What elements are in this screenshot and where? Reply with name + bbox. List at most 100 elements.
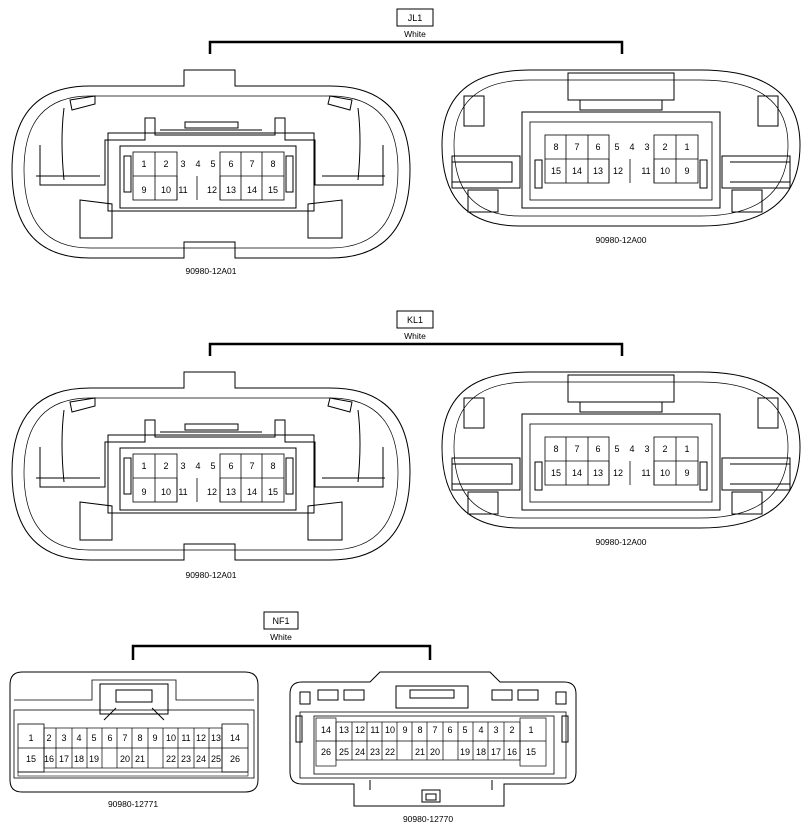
pin-number: 9: [684, 166, 689, 176]
pin-number: 21: [415, 747, 425, 757]
pin-number: 14: [572, 468, 582, 478]
part-number-left: 90980-12771: [108, 799, 158, 809]
pin-number: 17: [59, 754, 69, 764]
connector-female-left: [11, 69, 411, 259]
pin-number: 3: [493, 725, 498, 735]
pin-number: 5: [462, 725, 467, 735]
pin-block-right: [315, 717, 547, 767]
pin-number: 17: [491, 747, 501, 757]
pin-number: 1: [684, 444, 689, 454]
pin-number: 3: [180, 159, 185, 169]
pin-number: 9: [402, 725, 407, 735]
pin-number: 10: [161, 487, 171, 497]
pin-number: 14: [321, 725, 331, 735]
pin-number: 15: [26, 754, 36, 764]
pin-number: 19: [460, 747, 470, 757]
pin-number: 25: [339, 747, 349, 757]
pin-number: 1: [528, 725, 533, 735]
connector-color-label: White: [404, 29, 426, 39]
pin-number: 10: [660, 468, 670, 478]
pin-number: 16: [44, 754, 54, 764]
pin-number: 12: [613, 468, 623, 478]
pin-number: 11: [178, 185, 187, 195]
pin-number: 26: [230, 754, 240, 764]
pin-block-left: [132, 453, 285, 503]
connector-male-right: [289, 671, 577, 807]
pin-number: 4: [629, 444, 634, 454]
pin-number: 15: [268, 487, 278, 497]
pin-number: 2: [163, 159, 168, 169]
pin-number: 11: [641, 468, 650, 478]
connector-group-kl1: KL1 White: [11, 310, 801, 580]
pin-number: 13: [593, 468, 603, 478]
pin-number: 2: [662, 444, 667, 454]
pin-number: 12: [196, 733, 206, 743]
pin-number: 2: [46, 733, 51, 743]
pin-number: 11: [641, 166, 650, 176]
connector-male-right: [441, 371, 801, 529]
pin-number: 22: [385, 747, 395, 757]
connector-bracket: [208, 342, 624, 356]
part-number-right: 90980-12A00: [595, 537, 646, 547]
pin-number: 10: [660, 166, 670, 176]
part-number-right: 90980-12A00: [595, 235, 646, 245]
pin-number: 10: [385, 725, 395, 735]
pin-number: 11: [370, 725, 379, 735]
pin-number: 7: [249, 159, 254, 169]
pin-number: 8: [270, 461, 275, 471]
pin-number: 3: [61, 733, 66, 743]
pin-number: 4: [195, 461, 200, 471]
connector-tag-box: [396, 8, 434, 27]
connector-bracket: [208, 40, 624, 54]
pin-number: 22: [166, 754, 176, 764]
pin-block-left: [18, 727, 248, 769]
pin-number: 1: [28, 733, 33, 743]
pin-number: 19: [89, 754, 99, 764]
connector-tag: JL1: [408, 13, 423, 23]
pin-number: 5: [91, 733, 96, 743]
pin-number: 9: [141, 185, 146, 195]
pin-number: 14: [247, 185, 257, 195]
part-number-left: 90980-12A01: [185, 266, 236, 276]
pin-number: 12: [207, 487, 217, 497]
pin-number: 10: [166, 733, 176, 743]
pin-number: 6: [595, 444, 600, 454]
pin-number: 4: [195, 159, 200, 169]
pin-number: 7: [432, 725, 437, 735]
pin-number: 21: [135, 754, 145, 764]
pin-number: 6: [595, 142, 600, 152]
pin-number: 11: [181, 733, 190, 743]
pin-number: 6: [228, 461, 233, 471]
pin-number: 11: [178, 487, 187, 497]
pin-number: 24: [196, 754, 206, 764]
pin-number: 12: [207, 185, 217, 195]
pin-number: 13: [211, 733, 221, 743]
pin-number: 9: [152, 733, 157, 743]
pin-number: 4: [478, 725, 483, 735]
pin-number: 6: [228, 159, 233, 169]
pin-number: 9: [684, 468, 689, 478]
pin-block-right: [544, 134, 699, 184]
pin-number: 13: [226, 487, 236, 497]
pin-number: 8: [270, 159, 275, 169]
pin-number: 7: [249, 461, 254, 471]
pin-number: 6: [107, 733, 112, 743]
pin-number: 20: [120, 754, 130, 764]
pin-number: 9: [141, 487, 146, 497]
pin-number: 5: [210, 159, 215, 169]
pin-number: 10: [161, 185, 171, 195]
pin-number: 3: [180, 461, 185, 471]
pin-number: 5: [614, 142, 619, 152]
pin-number: 15: [551, 468, 561, 478]
pin-number: 26: [321, 747, 331, 757]
pin-number: 15: [526, 747, 536, 757]
pin-number: 3: [644, 142, 649, 152]
connector-male-right: [441, 69, 801, 227]
pin-number: 14: [247, 487, 257, 497]
pin-number: 20: [430, 747, 440, 757]
pin-number: 4: [629, 142, 634, 152]
pin-block-right: [544, 436, 699, 486]
pin-number: 25: [211, 754, 221, 764]
